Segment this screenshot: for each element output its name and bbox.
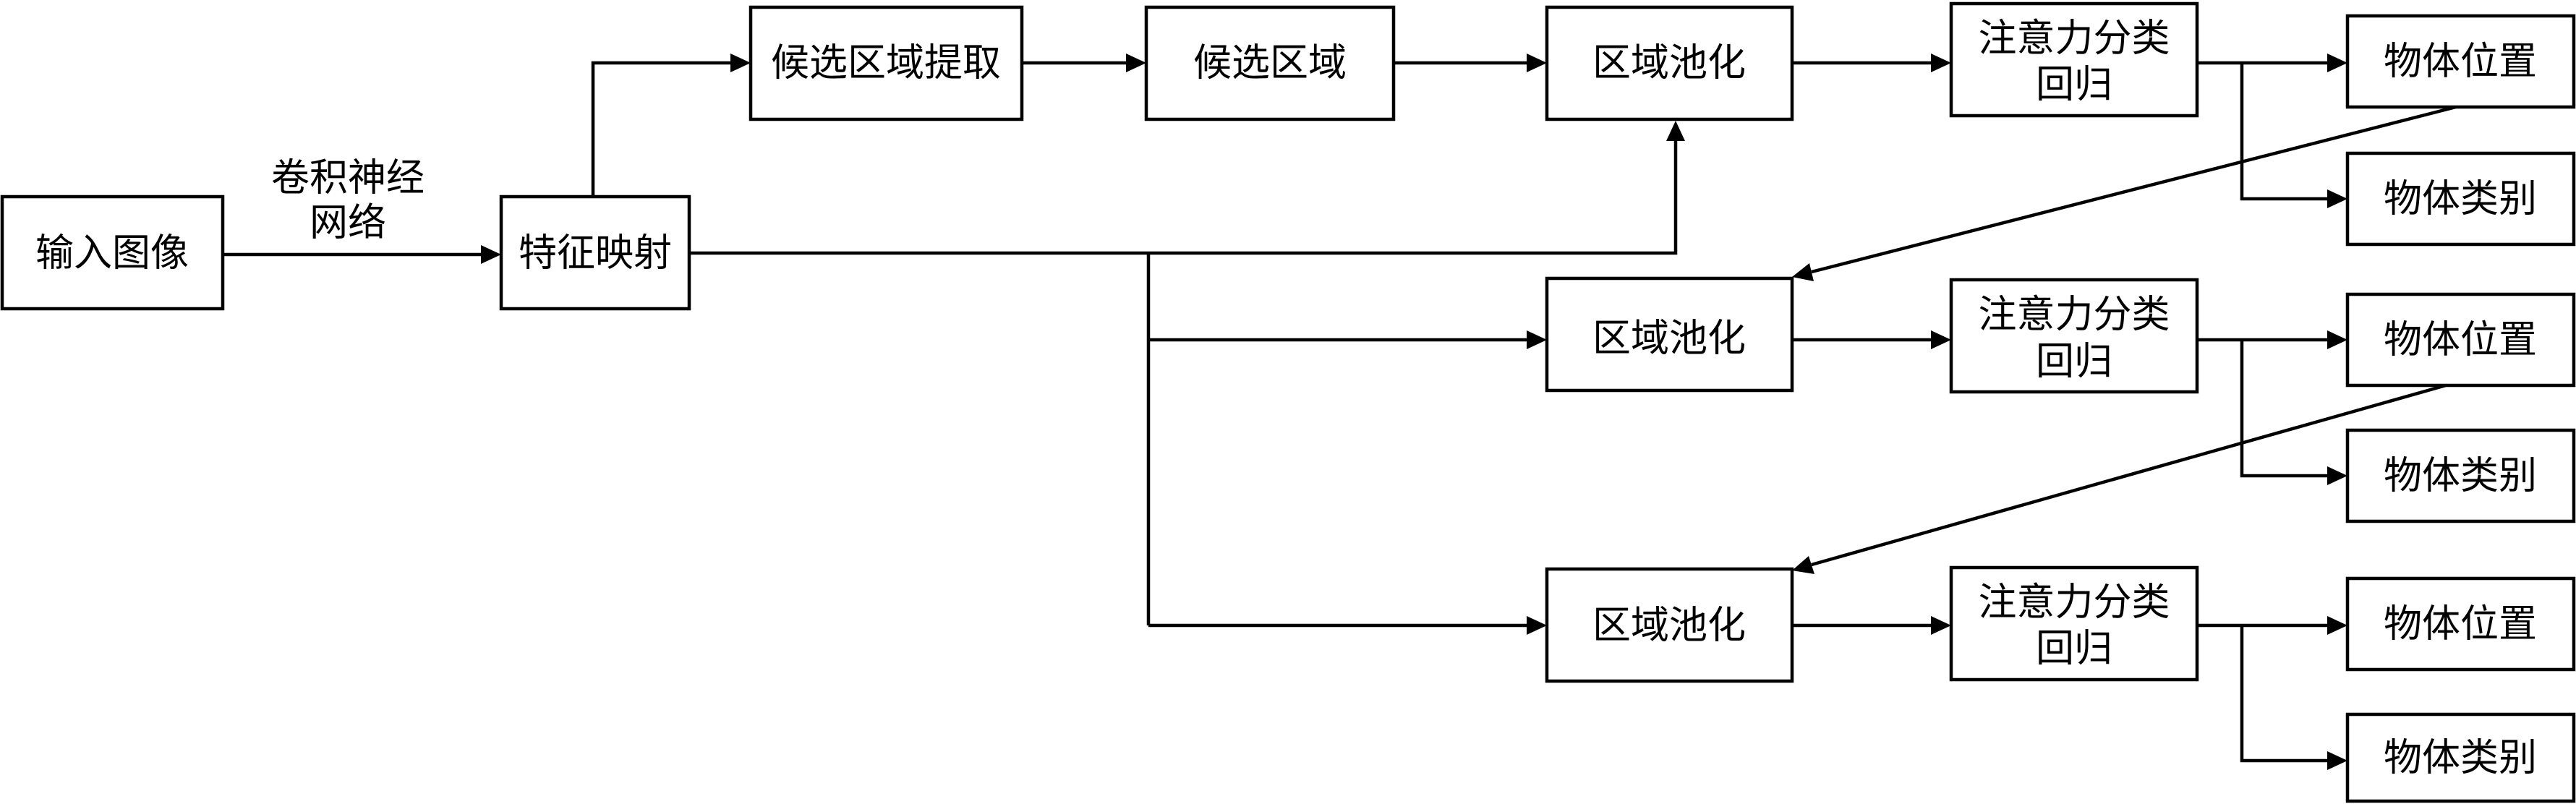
arrowhead: [1527, 330, 1547, 349]
node-category-3-label: 物体类别: [2384, 736, 2537, 780]
node-pooling-2-label: 区域池化: [1592, 317, 1746, 361]
edge-attention-2-to-category-2: [2240, 340, 2327, 478]
arrowhead: [1931, 330, 1951, 349]
node-attention-2: 注意力分类 回归: [1949, 278, 2199, 394]
node-attention-1-line2: 回归: [2036, 63, 2112, 107]
edge-attention-1-to-category-1: [2240, 63, 2327, 201]
node-attention-3-line2: 回归: [2036, 627, 2112, 671]
node-location-3: 物体位置: [2345, 576, 2576, 672]
arrowhead: [1931, 54, 1951, 72]
edge-location-2-to-pooling-3: [1811, 383, 2447, 567]
arrowhead: [1126, 54, 1146, 72]
arrowhead: [2327, 616, 2347, 635]
node-category-3: 物体类别: [2345, 712, 2576, 803]
arrowhead: [1666, 121, 1685, 141]
edge-label-cnn: 卷积神经 网络: [271, 156, 425, 245]
node-location-1: 物体位置: [2345, 14, 2576, 109]
node-location-2: 物体位置: [2345, 292, 2576, 388]
node-category-1: 物体类别: [2345, 151, 2576, 247]
node-pooling-1: 区域池化: [1545, 5, 1794, 121]
arrowhead: [2327, 189, 2347, 208]
edge-label-cnn-line2: 网络: [310, 201, 386, 245]
node-pooling-3-label: 区域池化: [1592, 604, 1746, 648]
node-feature-map-label: 特征映射: [519, 231, 672, 275]
edges: [223, 54, 2457, 770]
node-category-1-label: 物体类别: [2384, 177, 2537, 221]
node-proposals: 候选区域: [1144, 5, 1396, 121]
node-attention-2-line1: 注意力分类: [1979, 293, 2170, 337]
node-input-image-label: 输入图像: [35, 231, 189, 275]
node-input-image: 输入图像: [0, 194, 225, 311]
node-attention-2-line2: 回归: [2036, 340, 2112, 384]
arrowhead: [1527, 54, 1547, 72]
arrowhead: [1931, 616, 1951, 635]
node-attention-1: 注意力分类 回归: [1949, 1, 2199, 118]
arrowhead: [2327, 751, 2347, 770]
arrowhead: [2327, 330, 2347, 349]
arrowhead: [2327, 54, 2347, 72]
node-pooling-2: 区域池化: [1545, 276, 1794, 393]
node-proposal-extraction: 候选区域提取: [749, 5, 1024, 121]
arrowhead: [481, 245, 501, 264]
node-feature-map: 特征映射: [499, 194, 691, 311]
arrowhead: [2327, 466, 2347, 485]
arrowhead: [1792, 556, 1814, 574]
edge-feature-to-pooling-1: [689, 141, 1678, 255]
node-category-2: 物体类别: [2345, 428, 2576, 523]
node-attention-3-line1: 注意力分类: [1979, 581, 2170, 625]
node-location-3-label: 物体位置: [2384, 602, 2537, 646]
edge-feature-to-proposal-extraction: [591, 61, 730, 195]
node-proposals-label: 候选区域: [1193, 41, 1347, 85]
node-location-1-label: 物体位置: [2384, 40, 2537, 84]
node-pooling-1-label: 区域池化: [1592, 41, 1746, 85]
arrowhead: [1792, 263, 1814, 281]
node-category-2-label: 物体类别: [2384, 454, 2537, 498]
edge-attention-3-to-category-3: [2240, 625, 2327, 763]
node-pooling-3: 区域池化: [1545, 567, 1794, 683]
edge-location-1-to-pooling-2: [1811, 105, 2457, 274]
node-attention-3: 注意力分类 回归: [1949, 565, 2199, 682]
arrowhead: [1527, 616, 1547, 635]
edge-label-cnn-line1: 卷积神经: [271, 156, 425, 200]
node-attention-1-line1: 注意力分类: [1979, 17, 2170, 61]
arrowhead: [730, 54, 751, 72]
node-proposal-extraction-label: 候选区域提取: [771, 41, 1001, 85]
node-location-2-label: 物体位置: [2384, 318, 2537, 362]
